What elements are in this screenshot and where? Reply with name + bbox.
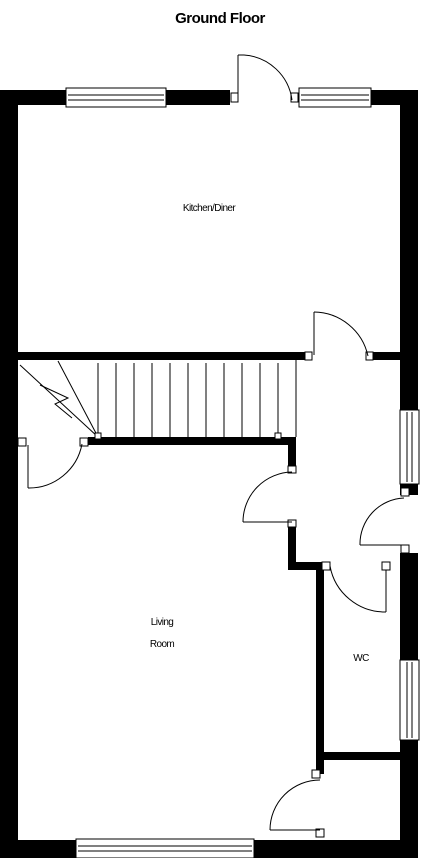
door-kitchen-external <box>230 54 299 103</box>
floor-title: Ground Floor <box>175 10 265 27</box>
room-label-kitchen: Kitchen/Diner <box>183 203 236 214</box>
room-label-living-line1: Living <box>151 617 174 628</box>
door-front <box>359 487 410 554</box>
room-label-living-line2: Room <box>150 639 175 650</box>
window-right-wc <box>399 659 420 741</box>
window-bottom <box>75 838 255 858</box>
window-right-hall <box>399 409 420 485</box>
window-top-right <box>298 87 372 108</box>
window-top-left <box>65 87 167 108</box>
staircase <box>19 360 297 440</box>
room-label-wc: WC <box>353 653 369 664</box>
door-living-rear <box>269 769 325 838</box>
door-living-hall <box>242 465 297 528</box>
door-wc <box>321 561 391 613</box>
door-understair <box>17 437 89 489</box>
door-kitchen-hall <box>304 311 374 361</box>
internal-walls <box>18 352 400 774</box>
